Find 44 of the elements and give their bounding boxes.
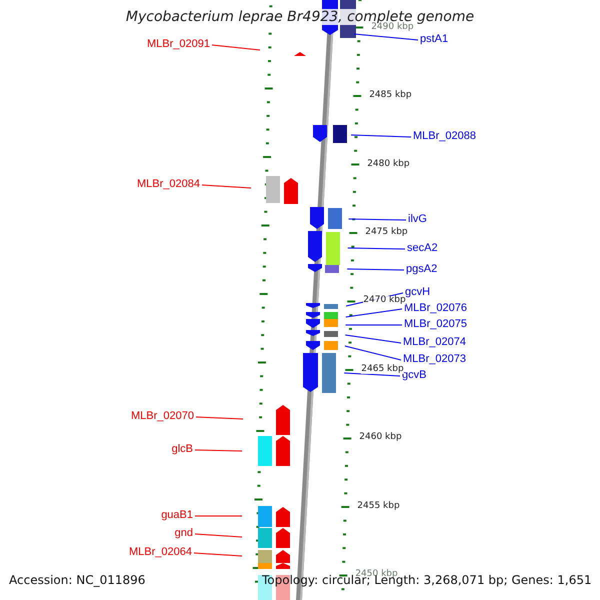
gene-label: gcvB (402, 370, 426, 381)
gene-label: MLBr_02091 (147, 39, 210, 50)
gene-label: MLBr_02075 (404, 319, 467, 330)
gene-label: ilvG (408, 214, 427, 225)
gene-label: glcB (172, 444, 193, 455)
gene-label: secA2 (407, 243, 438, 254)
leader-line (354, 34, 418, 40)
leader-line (348, 218, 406, 220)
tick-label: 2460 kbp (359, 433, 402, 442)
leader-line (345, 308, 402, 318)
gene-label: pgsA2 (406, 264, 438, 275)
tick-label: 2480 kbp (367, 160, 410, 169)
gene-label: MLBr_02070 (131, 411, 194, 422)
gene-label: pstA1 (420, 34, 448, 45)
tick-label: 2490 kbp (371, 23, 414, 32)
leader-line (344, 372, 400, 376)
leader-line (194, 534, 242, 538)
leader-line (344, 334, 402, 344)
gene-label: MLBr_02073 (403, 354, 466, 365)
tick-label: 2475 kbp (365, 228, 408, 237)
tick-label: 2470 kbp (363, 296, 406, 305)
title: Mycobacterium leprae Br4923, complete genome (124, 9, 476, 25)
gene-label: MLBr_02076 (404, 303, 467, 314)
leader-line (347, 248, 406, 250)
leader-line (345, 324, 402, 326)
gene-label: gcvH (405, 287, 430, 298)
leader-line (202, 184, 252, 188)
leader-line (194, 552, 242, 556)
tick-label: 2485 kbp (369, 91, 412, 100)
leader-line (196, 416, 244, 420)
leader-line (344, 346, 402, 360)
tick-label: 2455 kbp (357, 502, 400, 511)
gene-label: gnd (174, 528, 193, 539)
gene-label: guaB1 (161, 510, 193, 521)
leader-line (350, 134, 412, 138)
tick-label: 2465 kbp (361, 365, 404, 374)
gene-label: MLBr_02064 (129, 547, 192, 558)
gene-label: MLBr_02074 (403, 337, 466, 348)
leader-line (212, 44, 260, 50)
gene-label: MLBr_02088 (413, 131, 476, 142)
footer-text: Accession: NC_011896 (9, 574, 146, 586)
leader-line (194, 450, 242, 452)
gene-label: MLBr_02084 (137, 179, 200, 190)
leader-line (346, 268, 404, 270)
